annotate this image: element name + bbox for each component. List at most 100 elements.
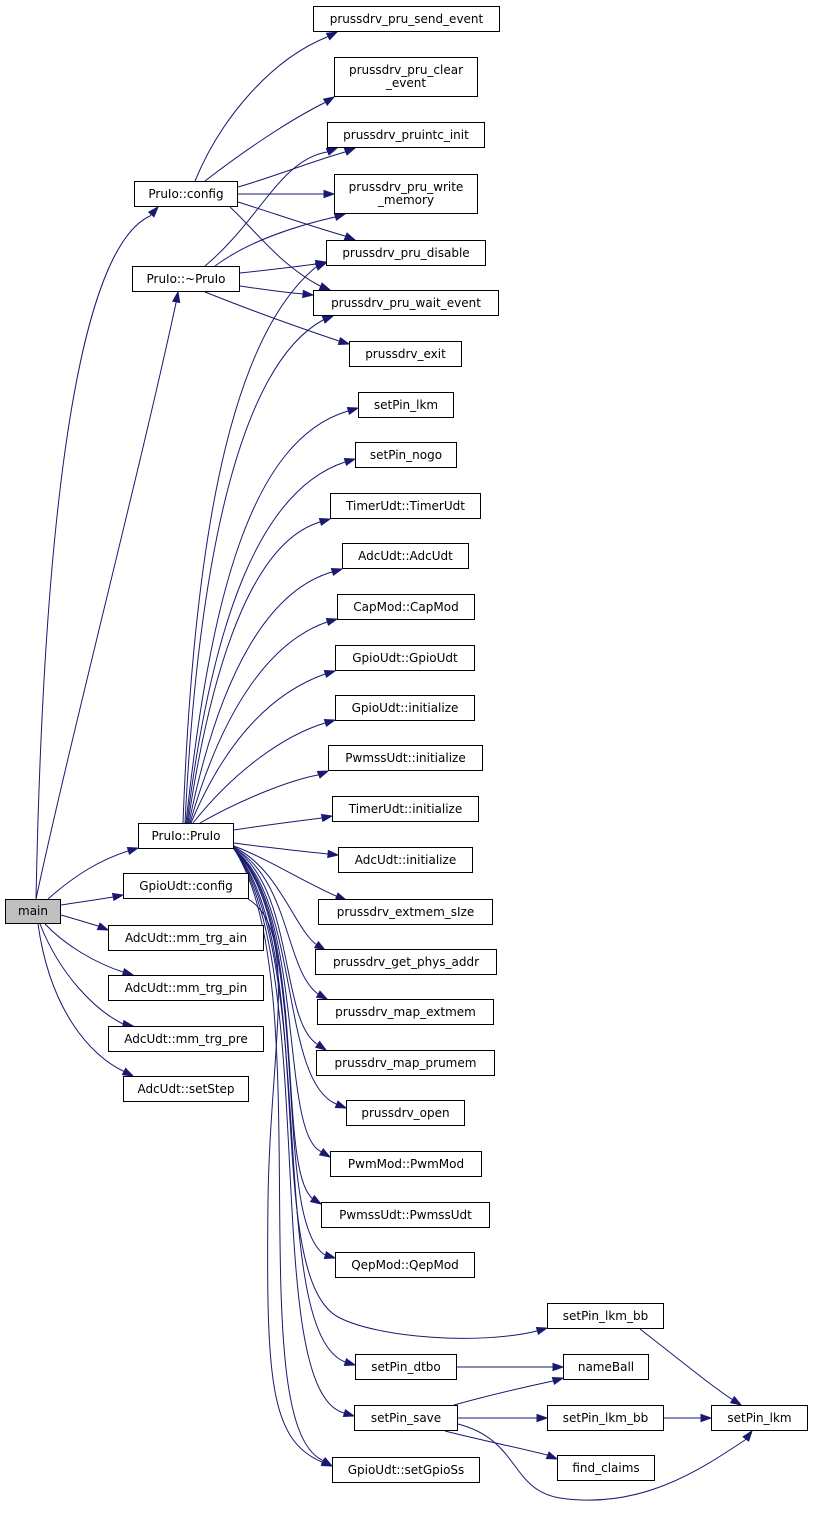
node-adcudt-initialize[interactable]: AdcUdt::initialize: [338, 847, 473, 873]
edge-config-to-clear-event: [204, 102, 325, 182]
edge-ctor-to-wait-event: [184, 319, 324, 824]
edge-ctor-to-qepmod-ctor-arrowhead: [323, 1250, 337, 1260]
edge-ctor-to-adcudt-init-arrowhead: [327, 849, 340, 859]
edge-ctor-to-timerudt-init: [233, 817, 323, 831]
node-find-claims[interactable]: find_claims: [557, 1455, 655, 1481]
node-prussdrv-open[interactable]: prussdrv_open: [346, 1100, 465, 1126]
edge-dtbo-to-nameball-arrowhead: [552, 1362, 565, 1372]
edge-save-to-nameball-arrowhead: [551, 1376, 565, 1386]
node-nameball[interactable]: nameBall: [563, 1354, 649, 1380]
edge-ctor-to-pru-disable-arrowhead: [314, 262, 328, 271]
node-setpin-dtbo[interactable]: setPin_dtbo: [355, 1354, 457, 1380]
node-prussdrv-map-prumem[interactable]: prussdrv_map_prumem: [316, 1050, 495, 1076]
node-setpin-lkm-right[interactable]: setPin_lkm: [711, 1405, 808, 1431]
edge-config-to-write-memory-arrowhead: [323, 189, 336, 199]
node-prussdrv-pru-clear-event[interactable]: prussdrv_pru_clear _event: [334, 57, 478, 97]
edge-ctor-to-map-prumem: [233, 847, 318, 1045]
edge-dtor-to-exit-arrowhead: [337, 336, 351, 346]
edge-main-to-pruio-config-arrowhead: [147, 205, 160, 218]
edge-ctor-to-pwmssudt-ctor-arrowhead: [309, 1194, 323, 1205]
edge-ctor-to-setpin-save: [233, 848, 345, 1414]
edge-dtor-to-pruintc-init-arrowhead: [325, 147, 339, 156]
edge-main-to-mm-trg-pre: [39, 923, 124, 1025]
node-adcudt-mm-trg-pre[interactable]: AdcUdt::mm_trg_pre: [108, 1026, 264, 1052]
node-pruio-constructor[interactable]: PruIo::PruIo: [138, 823, 234, 849]
node-prussdrv-pru-disable[interactable]: prussdrv_pru_disable: [326, 240, 486, 266]
node-pwmssudt-initialize[interactable]: PwmssUdt::initialize: [328, 745, 483, 771]
node-gpioudt-initialize[interactable]: GpioUdt::initialize: [335, 695, 475, 721]
node-setpin-lkm-bb-lower[interactable]: setPin_lkm_bb: [547, 1405, 664, 1431]
node-gpioudt-config[interactable]: GpioUdt::config: [123, 873, 249, 899]
node-adcudt-mm-trg-pin[interactable]: AdcUdt::mm_trg_pin: [108, 975, 264, 1001]
edge-dtor-to-wait-event: [239, 285, 304, 295]
edge-ctor-to-map-extmem: [233, 847, 319, 995]
node-gpioudt-setgpioss[interactable]: GpioUdt::setGpioSs: [332, 1457, 480, 1483]
edge-config-to-pruintc-init-arrowhead: [343, 147, 357, 156]
edge-ctor-to-setpin-nogo-arrowhead: [343, 457, 357, 467]
node-pwmssudt-constructor[interactable]: PwmssUdt::PwmssUdt: [321, 1202, 490, 1228]
edge-save-to-lkm-bb-arrowhead: [536, 1413, 549, 1423]
edge-main-to-pruio-ctor-arrowhead: [126, 846, 140, 856]
edge-lkm-bb-lower-to-lkm-arrowhead: [700, 1413, 713, 1423]
edge-ctor-to-map-prumem-arrowhead: [314, 1040, 328, 1051]
edge-ctor-to-setpin-lkm-bb-arrowhead: [535, 1326, 549, 1336]
edge-main-to-setstep: [37, 923, 124, 1072]
node-timerudt-initialize[interactable]: TimerUdt::initialize: [332, 796, 479, 822]
edge-dtor-to-write-memory-arrowhead: [333, 212, 347, 222]
edge-save-to-nameball: [453, 1380, 554, 1406]
edge-gpioudt-config-to-setgpioss-arrowhead: [320, 1458, 334, 1467]
edge-ctor-to-get-phys-addr: [233, 846, 318, 946]
edge-main-to-pruio-ctor: [47, 850, 129, 900]
node-pruio-config[interactable]: PruIo::config: [134, 181, 238, 207]
edge-main-to-gpioudt-config-arrowhead: [111, 892, 125, 902]
edge-ctor-to-timerudt-init-arrowhead: [320, 813, 334, 823]
node-adcudt-mm-trg-ain[interactable]: AdcUdt::mm_trg_ain: [108, 925, 264, 951]
edge-save-to-find-claims-arrowhead: [545, 1451, 559, 1460]
edge-main-to-mm-trg-ain-arrowhead: [96, 922, 110, 931]
edge-ctor-to-wait-event-arrowhead: [321, 315, 335, 324]
node-setpin-lkm-top[interactable]: setPin_lkm: [358, 392, 454, 418]
node-prussdrv-pru-write-memory[interactable]: prussdrv_pru_write _memory: [334, 174, 478, 214]
node-prussdrv-pru-send-event[interactable]: prussdrv_pru_send_event: [313, 6, 500, 32]
edge-ctor-to-gpioudt-ctor-arrowhead: [323, 669, 337, 679]
node-setpin-nogo[interactable]: setPin_nogo: [355, 442, 457, 468]
node-gpioudt-constructor[interactable]: GpioUdt::GpioUdt: [335, 645, 475, 671]
edge-ctor-to-gpioudt-init: [192, 722, 326, 824]
node-prussdrv-exit[interactable]: prussdrv_exit: [349, 341, 462, 367]
node-prussdrv-pru-wait-event[interactable]: prussdrv_pru_wait_event: [313, 290, 499, 316]
edge-config-to-pruintc-init: [237, 151, 346, 188]
edge-ctor-to-get-phys-addr-arrowhead: [313, 940, 327, 951]
edge-ctor-to-capmod-ctor: [189, 621, 328, 824]
edge-ctor-to-pwmmod-ctor-arrowhead: [318, 1147, 332, 1158]
edge-lkm-bb-upper-to-lkm: [639, 1328, 734, 1401]
node-qepmod-constructor[interactable]: QepMod::QepMod: [335, 1252, 475, 1278]
edge-config-to-pru-disable: [237, 201, 346, 237]
edge-save-to-find-claims: [444, 1430, 548, 1456]
edge-main-to-mm-trg-ain: [60, 914, 99, 927]
node-pwmmod-constructor[interactable]: PwmMod::PwmMod: [330, 1151, 482, 1177]
edge-ctor-to-adcudt-init: [233, 842, 329, 855]
node-prussdrv-map-extmem[interactable]: prussdrv_map_extmem: [317, 999, 494, 1025]
edge-ctor-to-setpin-dtbo: [233, 848, 346, 1363]
node-main: main: [5, 899, 61, 924]
edge-gpioudt-config-to-setgpioss: [247, 898, 323, 1463]
edge-dtor-to-pru-disable: [239, 263, 317, 274]
edge-main-to-pruio-dtor: [35, 302, 177, 900]
edge-config-to-send-event: [194, 36, 328, 182]
node-setpin-save[interactable]: setPin_save: [354, 1405, 458, 1431]
node-capmod-constructor[interactable]: CapMod::CapMod: [337, 594, 475, 620]
node-prussdrv-extmem-size[interactable]: prussdrv_extmem_sIze: [318, 899, 493, 925]
node-prussdrv-get-phys-addr[interactable]: prussdrv_get_phys_addr: [315, 949, 497, 975]
edge-save-to-lkm-right-arrowhead: [742, 1429, 753, 1442]
edge-main-to-gpioudt-config: [60, 896, 114, 906]
node-pruio-destructor[interactable]: PruIo::~PruIo: [132, 266, 240, 292]
node-prussdrv-pruintc-init[interactable]: prussdrv_pruintc_init: [327, 122, 485, 148]
node-setpin-lkm-bb-upper[interactable]: setPin_lkm_bb: [547, 1303, 664, 1329]
node-timerudt-constructor[interactable]: TimerUdt::TimerUdt: [330, 493, 481, 519]
edge-ctor-to-capmod-ctor-arrowhead: [325, 617, 339, 627]
edge-main-to-mm-trg-pin: [44, 923, 124, 973]
node-adcudt-constructor[interactable]: AdcUdt::AdcUdt: [342, 543, 469, 569]
edge-config-to-wait-event-arrowhead: [318, 282, 332, 291]
node-adcudt-setstep[interactable]: AdcUdt::setStep: [123, 1076, 249, 1102]
